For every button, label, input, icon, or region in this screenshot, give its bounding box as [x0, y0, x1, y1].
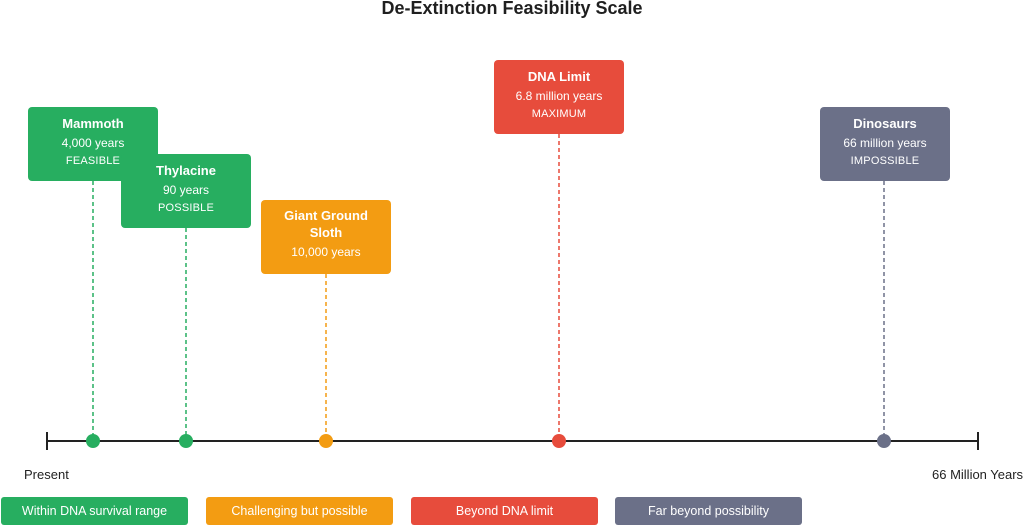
- legend-challenging: Challenging but possible: [206, 497, 393, 525]
- card-name: DNA Limit: [527, 69, 591, 84]
- card-name: Dinosaurs: [853, 116, 917, 131]
- card-status: MAXIMUM: [531, 108, 587, 120]
- point-dinosaurs: [877, 434, 891, 448]
- axis-start-label: Present: [24, 467, 69, 482]
- card-years: 66 million years: [843, 136, 927, 150]
- card-name: Thylacine: [156, 163, 216, 178]
- card-thylacine: Thylacine 90 years POSSIBLE: [121, 154, 251, 228]
- card-name: Giant Ground Sloth: [284, 208, 368, 240]
- legend-label: Within DNA survival range: [21, 504, 168, 518]
- diagram-title: De-Extinction Feasibility Scale: [381, 0, 643, 18]
- card-dinosaurs: Dinosaurs 66 million years IMPOSSIBLE: [820, 107, 950, 181]
- legend-far-beyond: Far beyond possibility: [615, 497, 802, 525]
- card-status: IMPOSSIBLE: [850, 155, 920, 167]
- point-mammoth: [86, 434, 100, 448]
- point-thylacine: [179, 434, 193, 448]
- legend-label: Challenging but possible: [231, 504, 368, 518]
- card-status: POSSIBLE: [157, 202, 214, 214]
- card-giant-ground-sloth: Giant Ground Sloth 10,000 years: [261, 200, 391, 274]
- legend-beyond-dna-limit: Beyond DNA limit: [411, 497, 598, 525]
- card-status: FEASIBLE: [65, 155, 121, 167]
- card-years: 90 years: [162, 183, 210, 197]
- axis-end-label: 66 Million Years: [932, 467, 1024, 482]
- card-years: 6.8 million years: [515, 89, 603, 103]
- legend-label: Far beyond possibility: [648, 504, 769, 518]
- card-dna-limit: DNA Limit 6.8 million years MAXIMUM: [494, 60, 624, 134]
- point-giant-ground-sloth: [319, 434, 333, 448]
- card-years: 10,000 years: [291, 245, 361, 259]
- card-name: Mammoth: [62, 116, 124, 131]
- point-dna-limit: [552, 434, 566, 448]
- card-years: 4,000 years: [61, 136, 125, 150]
- legend-label: Beyond DNA limit: [455, 504, 554, 518]
- legend-within-dna-range: Within DNA survival range: [1, 497, 188, 525]
